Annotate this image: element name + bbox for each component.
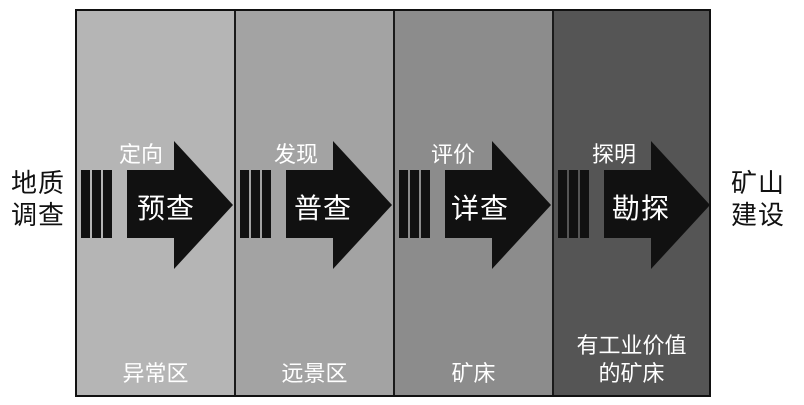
stage-column-2: 发现 普查 远景区	[234, 11, 393, 395]
phase-label-4: 探明	[592, 143, 637, 168]
arrow-stripe	[251, 170, 260, 238]
stage-arrow-4	[558, 141, 710, 269]
arrow-body	[286, 141, 392, 269]
arrow-body	[604, 141, 710, 269]
start-label-line-1: 地质	[10, 169, 65, 199]
stage-column-4: 探明 勘探 有工业价值 的矿床	[552, 11, 710, 395]
zone-label-2-line-1: 远景区	[281, 362, 348, 387]
arrow-stripe	[421, 170, 430, 238]
arrow-stripe	[103, 170, 112, 238]
zone-label-1: 异常区	[77, 361, 234, 389]
zone-label-4: 有工业价值 的矿床	[554, 333, 709, 389]
arrow-stripe	[81, 170, 90, 238]
arrow-stripe	[410, 170, 419, 238]
arrow-stripe	[399, 170, 408, 238]
stage-column-1: 定向 预查 异常区	[77, 11, 234, 395]
stage-arrow-3	[399, 141, 551, 269]
stage-label-3: 详查	[451, 192, 510, 225]
end-label-line-2: 建设	[730, 201, 785, 231]
zone-label-3: 矿床	[395, 361, 552, 389]
end-label-mine-construction: 矿山 建设	[728, 168, 788, 232]
stage-arrow-2	[240, 141, 392, 269]
stage-label-4: 勘探	[612, 192, 671, 225]
start-label-line-2: 调查	[10, 201, 65, 231]
phase-label-2: 发现	[274, 143, 319, 168]
arrow-body	[127, 141, 233, 269]
end-label-line-1: 矿山	[730, 169, 785, 199]
zone-label-2: 远景区	[236, 361, 393, 389]
arrow-stripe	[92, 170, 101, 238]
stage-arrow-1	[81, 141, 233, 269]
arrow-stripe	[569, 170, 578, 238]
zone-label-1-line-1: 异常区	[122, 362, 189, 387]
phase-label-1: 定向	[119, 143, 164, 168]
arrow-stripe	[262, 170, 271, 238]
arrow-stripe	[558, 170, 567, 238]
arrow-body	[445, 141, 551, 269]
zone-label-3-line-1: 矿床	[451, 362, 496, 387]
zone-label-4-line-1: 有工业价值	[576, 334, 687, 359]
arrow-stripe	[580, 170, 589, 238]
stage-diagram-frame: 定向 预查 异常区 发现 普查 远景区 评价	[75, 9, 711, 397]
start-label-geological-survey: 地质 调查	[8, 168, 68, 232]
phase-label-3: 评价	[431, 143, 476, 168]
stage-label-1: 预查	[137, 192, 196, 225]
stage-label-2: 普查	[294, 192, 353, 225]
stage-column-3: 评价 详查 矿床	[393, 11, 552, 395]
zone-label-4-line-2: 的矿床	[598, 362, 665, 387]
arrow-stripe	[240, 170, 249, 238]
